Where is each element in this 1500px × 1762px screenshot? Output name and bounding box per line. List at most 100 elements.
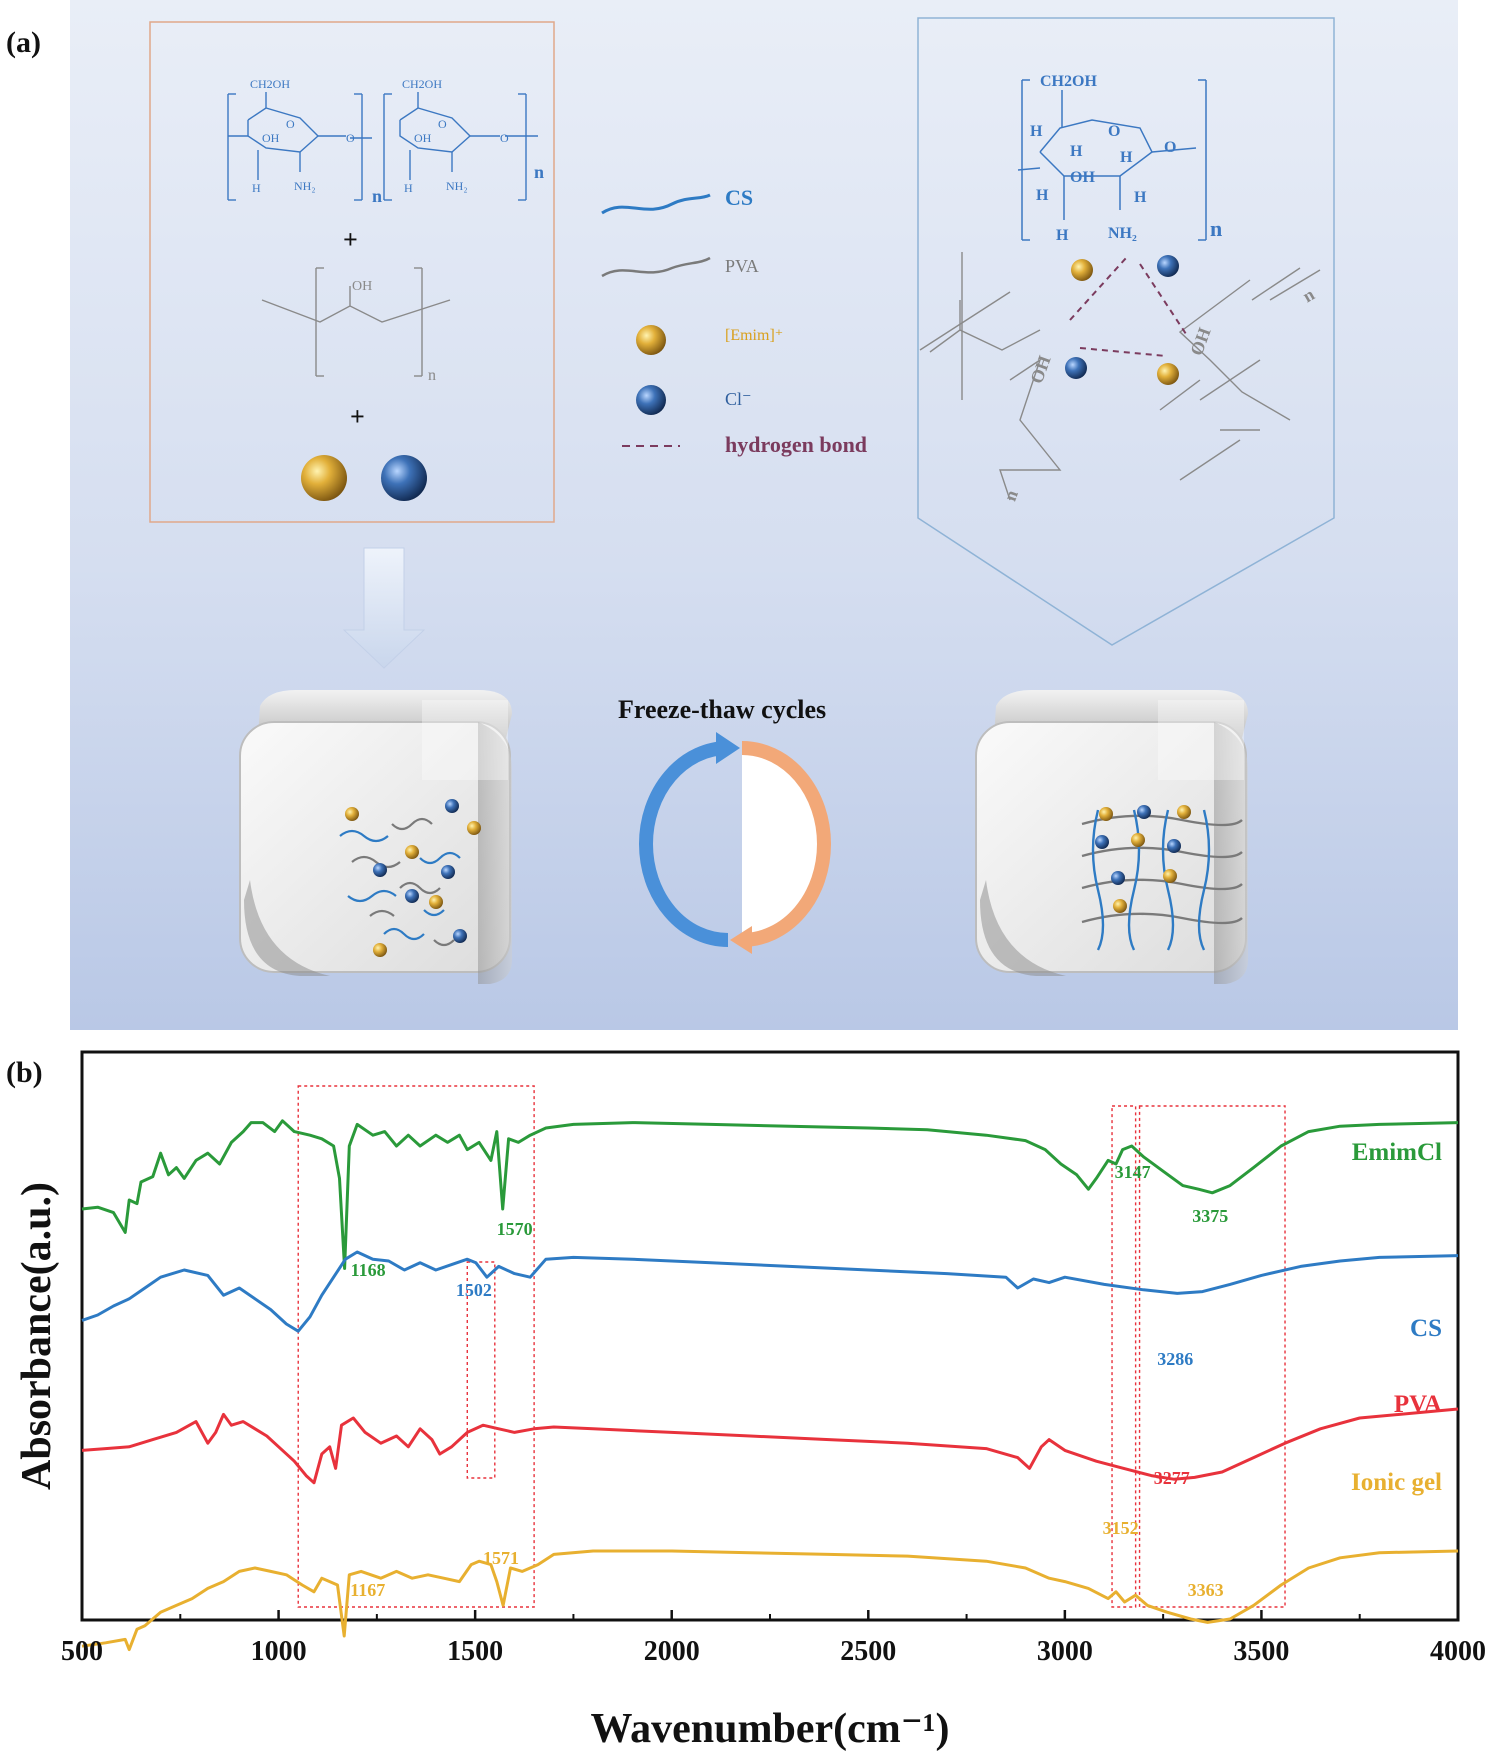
svg-text:H: H (1036, 187, 1049, 204)
pva-oh-label: OH (352, 279, 372, 294)
svg-text:O: O (500, 131, 509, 145)
svg-text:H: H (404, 181, 413, 195)
x-tick-label-1000: 1000 (251, 1636, 307, 1667)
svg-text:H: H (1056, 227, 1069, 244)
reactants-box: CH2OH CH2OH O O O O OH OH H H NH₂ NH₂ n … (149, 21, 555, 523)
peak-label-3277: 3277 (1154, 1468, 1190, 1488)
network-chitosan-labels: CH2OH H H O O OH H H H H NH₂ n (1030, 73, 1222, 244)
network-cl-ion-2 (1065, 357, 1087, 379)
x-tick-label-2500: 2500 (840, 1636, 896, 1667)
peak-label-1571: 1571 (483, 1548, 519, 1568)
peak-label-3152: 3152 (1103, 1518, 1139, 1538)
series-line-ionic-gel (81, 1549, 1459, 1652)
network-emim-ion-1 (1071, 259, 1093, 281)
x-tick-label-500: 500 (61, 1636, 103, 1667)
cube-before-ions (345, 799, 481, 957)
cycle-arrow-orange (741, 741, 831, 947)
series-label-cs: CS (1410, 1315, 1442, 1342)
peak-label-1168: 1168 (351, 1260, 386, 1280)
svg-text:NH₂: NH₂ (294, 179, 316, 193)
panel-b-label: (b) (6, 1056, 43, 1089)
x-tick-label-2000: 2000 (644, 1636, 700, 1667)
freeze-thaw-label: Freeze-thaw cycles (618, 695, 826, 724)
panel-a-label: (a) (6, 26, 41, 59)
legend: CS PVA [Emim]⁺ Cl⁻ hydrogen bond (601, 185, 867, 457)
x-tick-label-4000: 4000 (1430, 1636, 1486, 1667)
svg-text:O: O (1164, 139, 1176, 156)
peak-label-3286: 3286 (1157, 1349, 1193, 1369)
svg-text:OH: OH (1070, 169, 1095, 186)
x-tick-label-3500: 3500 (1233, 1636, 1289, 1667)
process-down-arrow (342, 547, 426, 669)
svg-text:O: O (1108, 123, 1120, 140)
svg-text:n: n (534, 162, 544, 182)
cl-ion-large (381, 455, 427, 501)
svg-text:CH2OH: CH2OH (402, 77, 442, 91)
peak-label-3147: 3147 (1115, 1162, 1151, 1182)
chitosan-structure (227, 92, 538, 201)
svg-text:O: O (346, 131, 355, 145)
svg-text:H: H (1030, 123, 1043, 140)
svg-text:NH₂: NH₂ (1108, 225, 1137, 242)
legend-pva-swatch (601, 256, 711, 278)
series-label-pva: PVA (1394, 1391, 1442, 1418)
cycle-arrowhead-blue (716, 732, 740, 764)
cube-before (239, 690, 512, 984)
cycle-arrowhead-orange (730, 926, 752, 954)
highlight-box-2 (1111, 1105, 1137, 1608)
plot-frame (80, 1050, 1460, 1622)
svg-text:H: H (252, 181, 261, 195)
series-label-ionic-gel: Ionic gel (1351, 1469, 1442, 1496)
emim-ion-large (301, 455, 347, 501)
legend-cs-label: CS (725, 185, 753, 210)
x-tick-label-3000: 3000 (1037, 1636, 1093, 1667)
plus-sign-2: + (350, 402, 365, 431)
pva-n-label: n (428, 367, 436, 384)
series-line-emimcl (81, 1119, 1459, 1270)
legend-emim-ball (636, 325, 666, 355)
legend-cl-ball (636, 385, 666, 415)
legend-emim-label: [Emim]⁺ (725, 327, 783, 344)
peak-label-1570: 1570 (497, 1219, 533, 1239)
series-line-pva (81, 1407, 1459, 1485)
series-label-emimcl: EmimCl (1352, 1139, 1442, 1166)
network-zoom-box: CH2OH H H O O OH H H H H NH₂ n (917, 17, 1335, 646)
legend-hbond-label: hydrogen bond (725, 432, 867, 457)
svg-text:OH: OH (414, 131, 432, 145)
cycle-arrow-blue (639, 741, 729, 947)
svg-text:CH2OH: CH2OH (250, 77, 290, 91)
svg-text:H: H (1134, 189, 1147, 206)
svg-text:n: n (1210, 216, 1222, 241)
svg-text:n: n (372, 186, 382, 206)
x-tick-label-1500: 1500 (447, 1636, 503, 1667)
legend-cs-swatch (601, 193, 711, 215)
svg-text:O: O (286, 117, 295, 131)
cycle-half-disc (742, 748, 824, 940)
cube-before-chains (339, 817, 461, 947)
peak-label-1502: 1502 (456, 1280, 492, 1300)
freeze-thaw-cycle: Freeze-thaw cycles (618, 695, 831, 954)
legend-cl-label: Cl⁻ (725, 389, 752, 409)
svg-text:H: H (1070, 143, 1083, 160)
plus-sign-1: + (343, 225, 358, 254)
pva-structure (261, 267, 451, 377)
svg-text:H: H (1120, 149, 1133, 166)
cube-after (975, 690, 1248, 984)
hydrogen-bonds (1069, 257, 1187, 357)
x-axis-title: Wavenumber(cm⁻¹) (590, 1706, 949, 1752)
peak-label-1167: 1167 (350, 1580, 385, 1600)
network-pva-chains (919, 252, 1321, 501)
svg-text:O: O (438, 117, 447, 131)
peak-label-3375: 3375 (1192, 1206, 1228, 1226)
chitosan-labels: CH2OH CH2OH O O O O OH OH H H NH₂ NH₂ n … (250, 77, 544, 206)
legend-pva-label: PVA (725, 256, 759, 276)
svg-text:OH: OH (262, 131, 280, 145)
y-axis-title: Absorbance(a.u.) (14, 1182, 60, 1490)
svg-text:NH₂: NH₂ (446, 179, 468, 193)
cube-after-ions (1095, 805, 1191, 913)
network-emim-ion-2 (1157, 363, 1179, 385)
network-chitosan-structure (1017, 79, 1207, 241)
series-line-cs (81, 1250, 1459, 1333)
